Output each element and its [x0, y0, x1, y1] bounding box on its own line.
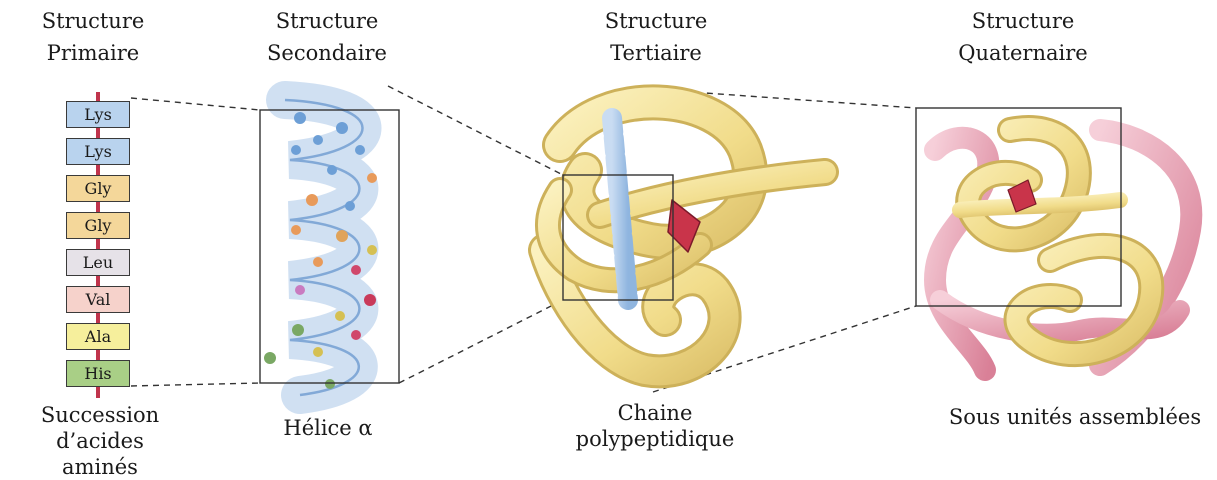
quaternary-structure-illustration	[935, 128, 1191, 370]
zoom-connectors	[131, 86, 916, 392]
amino-acid-label: Leu	[83, 253, 113, 272]
caption-secondary: Hélice α	[258, 415, 398, 441]
amino-acid-label: Gly	[85, 179, 112, 198]
amino-acid-box: Gly	[66, 175, 130, 202]
amino-acid-label: Lys	[84, 142, 112, 161]
amino-acid-label: Ala	[85, 327, 111, 346]
amino-acid-box: Gly	[66, 212, 130, 239]
amino-acid-box: Lys	[66, 101, 130, 128]
amino-acid-label: His	[84, 364, 111, 383]
caption-primary: Succession d’acides aminés	[20, 402, 180, 480]
caption-tertiary-line1: Chaine	[560, 400, 750, 426]
amino-acid-box: Ala	[66, 323, 130, 350]
amino-acid-label: Lys	[84, 105, 112, 124]
caption-primary-line1: Succession	[20, 402, 180, 428]
amino-acid-box: Leu	[66, 249, 130, 276]
amino-acid-label: Gly	[85, 216, 112, 235]
caption-tertiary: Chaine polypeptidique	[560, 400, 750, 452]
caption-tertiary-line2: polypeptidique	[560, 426, 750, 452]
amino-acid-label: Val	[86, 290, 111, 309]
tertiary-structure-illustration	[545, 102, 825, 371]
amino-acid-box: Val	[66, 286, 130, 313]
caption-quaternary: Sous unités assemblées	[940, 404, 1210, 430]
caption-primary-line2: d’acides aminés	[20, 428, 180, 480]
protein-structure-diagram	[0, 0, 1217, 450]
amino-acid-box: Lys	[66, 138, 130, 165]
amino-acid-box: His	[66, 360, 130, 387]
alpha-helix-illustration	[264, 100, 377, 395]
